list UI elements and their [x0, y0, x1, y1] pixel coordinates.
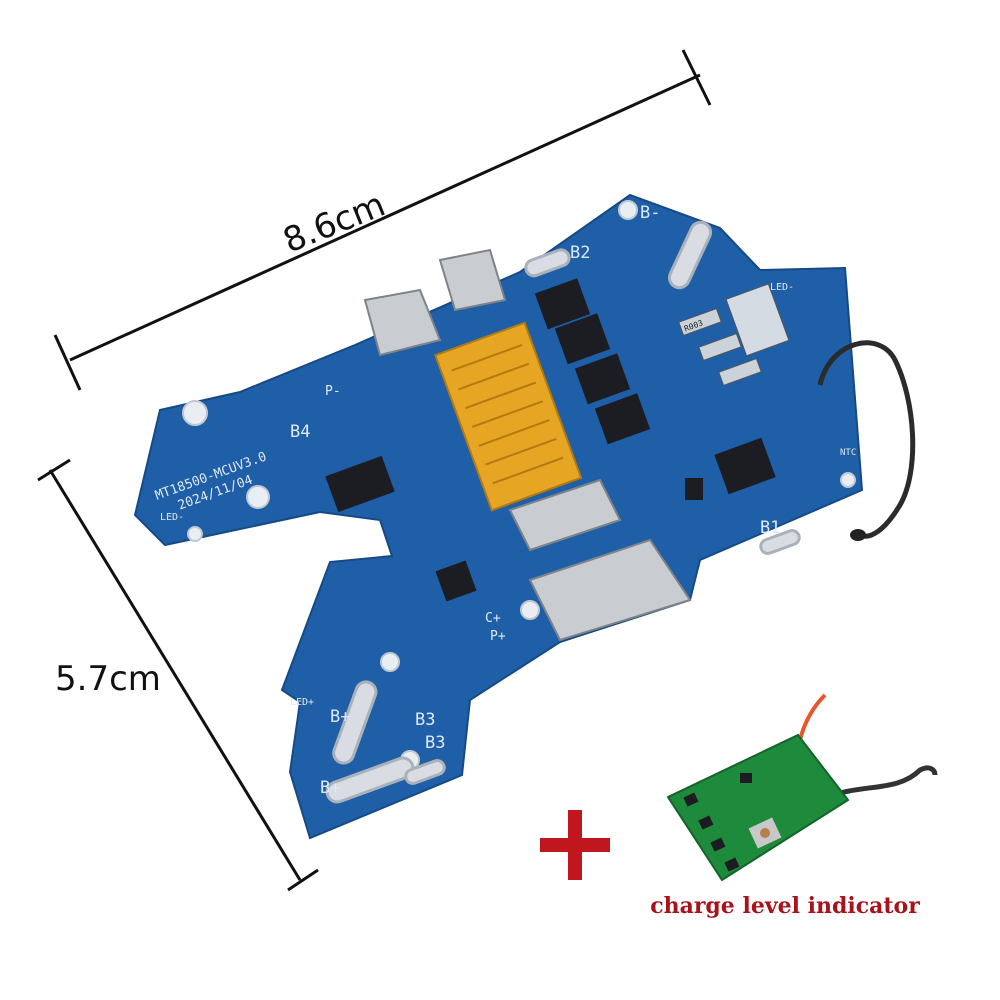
pad-label: B1 [760, 518, 780, 538]
pad-label: B- [640, 203, 660, 223]
plus-icon [540, 810, 610, 880]
pad-label: C+ [485, 611, 501, 626]
pad-label: B+ [320, 778, 340, 798]
components [325, 278, 776, 602]
connector [434, 321, 583, 512]
charge-level-indicator-board [666, 693, 938, 882]
width-label: 8.6cm [278, 185, 391, 262]
bms-board: MT18500-MCUV3.0 2024/11/04 B- B2 B4 P- B… [133, 193, 916, 840]
pad-label: B4 [290, 422, 310, 442]
width-dimension [53, 49, 712, 391]
pad-label: LED- [160, 512, 184, 523]
pad-label: LED- [770, 282, 794, 293]
pad-label: B3 [415, 710, 435, 730]
pad-label: P+ [490, 629, 506, 644]
height-label: 5.7cm [55, 659, 161, 699]
pad-label: LED+ [290, 697, 314, 708]
pad-label: B+ [330, 707, 350, 727]
addon-caption: charge level indicator [650, 893, 920, 919]
ntc-wire [817, 340, 916, 539]
pad-label: B2 [570, 243, 590, 263]
pad-label: P- [325, 384, 341, 399]
pad-label: B3 [425, 733, 445, 753]
pad-label: NTC [840, 448, 856, 458]
height-dimension [37, 458, 319, 892]
